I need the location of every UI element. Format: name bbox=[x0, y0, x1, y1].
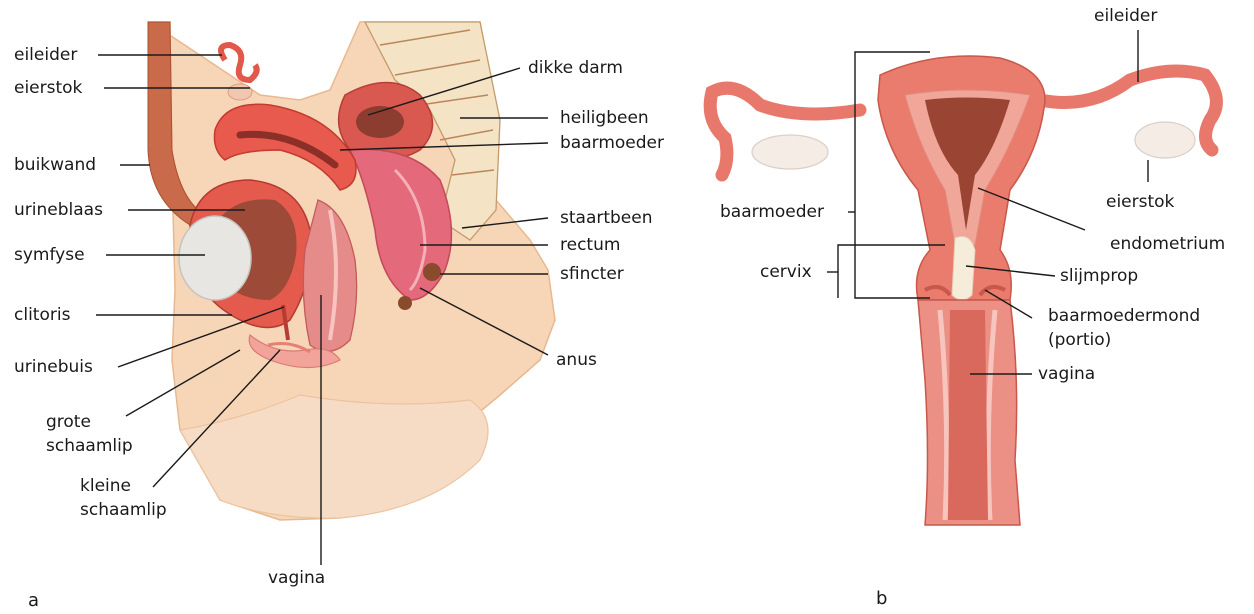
label-urinebuis: urinebuis bbox=[14, 357, 93, 378]
label-baarmoedermond-line2: (portio) bbox=[1048, 330, 1111, 351]
label-eileider-a: eileider bbox=[14, 45, 77, 66]
left-ovary bbox=[752, 135, 828, 169]
label-cervix: cervix bbox=[760, 262, 812, 283]
panel-letter-a: a bbox=[28, 590, 39, 611]
label-heiligbeen: heiligbeen bbox=[560, 108, 649, 129]
label-anus: anus bbox=[556, 350, 597, 371]
label-baarmoeder-a: baarmoeder bbox=[560, 133, 664, 154]
label-grote-schaamlip-line1: grote bbox=[46, 412, 91, 433]
label-eierstok-b: eierstok bbox=[1106, 192, 1174, 213]
label-staartbeen: staartbeen bbox=[560, 208, 653, 229]
label-kleine-schaamlip-line2: schaamlip bbox=[80, 500, 167, 521]
label-endometrium: endometrium bbox=[1110, 234, 1225, 255]
label-symfyse: symfyse bbox=[14, 245, 85, 266]
label-slijmprop: slijmprop bbox=[1060, 266, 1138, 287]
label-kleine-schaamlip-line1: kleine bbox=[80, 476, 131, 497]
label-baarmoedermond-line1: baarmoedermond bbox=[1048, 306, 1200, 327]
label-baarmoeder-b: baarmoeder bbox=[720, 202, 824, 223]
symphysis bbox=[179, 216, 251, 300]
label-eileider-b: eileider bbox=[1094, 6, 1157, 27]
sagittal-illustration bbox=[148, 22, 555, 520]
label-buikwand: buikwand bbox=[14, 155, 96, 176]
frontal-illustration bbox=[710, 56, 1216, 525]
label-dikke-darm: dikke darm bbox=[528, 58, 623, 79]
label-grote-schaamlip-line2: schaamlip bbox=[46, 436, 133, 457]
label-vagina-a: vagina bbox=[268, 568, 325, 589]
panel-letter-b: b bbox=[876, 588, 887, 609]
label-urineblaas: urineblaas bbox=[14, 200, 103, 221]
label-clitoris: clitoris bbox=[14, 305, 70, 326]
right-ovary bbox=[1135, 122, 1195, 158]
label-sfincter: sfincter bbox=[560, 264, 624, 285]
label-eierstok-a: eierstok bbox=[14, 78, 82, 99]
label-vagina-b: vagina bbox=[1038, 364, 1095, 385]
mucus-plug bbox=[952, 237, 975, 301]
label-rectum: rectum bbox=[560, 235, 620, 256]
